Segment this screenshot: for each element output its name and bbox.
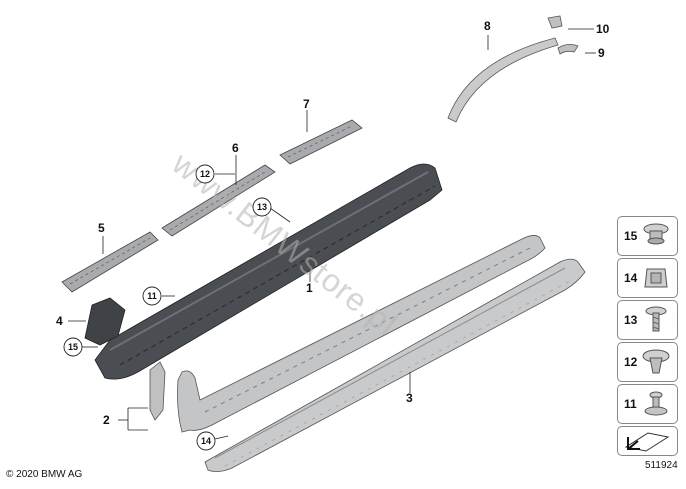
- part-7-support-rail: [279, 119, 363, 165]
- circled-callout-13: 13: [252, 197, 272, 217]
- callout-4: 4: [56, 314, 63, 328]
- legend-label: 11: [624, 397, 637, 411]
- copyright-text: © 2020 BMW AG: [6, 469, 83, 480]
- callout-6: 6: [232, 141, 239, 155]
- legend-box-12: 12: [617, 342, 678, 382]
- part-skirt-trim: [177, 235, 546, 433]
- part-1-rocker-panel: [94, 163, 443, 380]
- leader-lines: [68, 28, 596, 440]
- callout-8: 8: [484, 19, 491, 33]
- screw-icon: [645, 306, 667, 332]
- expanding-rivet-icon: [643, 223, 669, 245]
- circled-callout-14: 14: [196, 431, 216, 451]
- legend-box-11: 11: [617, 384, 678, 424]
- part-10-piece: [547, 15, 563, 29]
- legend-box-arrow: [617, 426, 678, 456]
- svg-text:11: 11: [147, 291, 157, 301]
- callout-5: 5: [98, 221, 105, 235]
- legend-box-14: 14: [617, 258, 678, 298]
- callout-10: 10: [596, 22, 610, 36]
- part-9-piece: [557, 44, 579, 55]
- circled-callout-11: 11: [142, 286, 162, 306]
- part-6-support-rail: [161, 164, 276, 237]
- callout-3: 3: [406, 391, 413, 405]
- legend-label: 14: [624, 271, 638, 285]
- part-5-support-rail: [61, 231, 159, 293]
- circled-callout-12: 12: [195, 164, 215, 184]
- callout-9: 9: [598, 46, 605, 60]
- push-rivet-icon: [644, 391, 668, 416]
- part-8-arch-trim: [447, 37, 559, 123]
- part-4-bracket: [84, 297, 126, 346]
- clip-nut-icon: [644, 268, 668, 288]
- svg-text:12: 12: [200, 169, 210, 179]
- part-2-front-trim: [149, 361, 166, 421]
- svg-text:15: 15: [68, 342, 78, 352]
- legend-box-15: 15: [617, 216, 678, 256]
- callout-2: 2: [103, 413, 110, 427]
- callout-1: 1: [306, 281, 313, 295]
- circled-callout-15: 15: [63, 337, 83, 357]
- part-3-side-skirt-cover: [204, 258, 586, 472]
- legend-label: 12: [624, 355, 638, 369]
- svg-text:14: 14: [201, 436, 211, 446]
- expanding-rivet-icon: [642, 349, 670, 374]
- legend-label: 15: [624, 229, 638, 243]
- legend-label: 13: [624, 313, 638, 327]
- legend-box-13: 13: [617, 300, 678, 340]
- callout-7: 7: [303, 97, 310, 111]
- diagram-number: 511924: [645, 460, 678, 471]
- direction-arrow-icon: [624, 432, 670, 452]
- svg-text:13: 13: [257, 202, 267, 212]
